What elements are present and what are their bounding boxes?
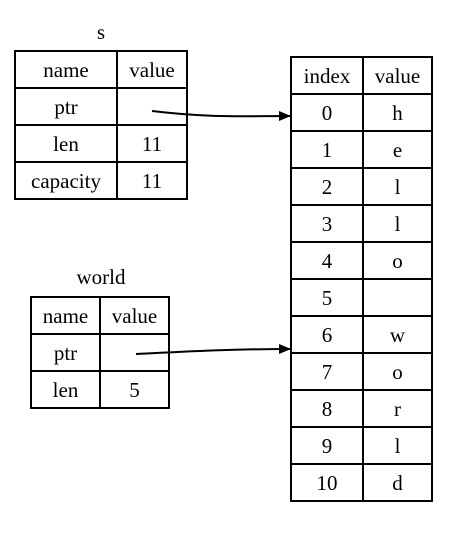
table-row: capacity 11 — [14, 161, 188, 200]
table-header-row: name value — [30, 296, 170, 335]
byte-index: 3 — [290, 204, 364, 243]
field-value: 11 — [116, 161, 188, 200]
byte-index: 9 — [290, 426, 364, 465]
world-title: world — [76, 265, 126, 289]
field-value: 5 — [99, 370, 170, 409]
field-value — [116, 87, 188, 126]
table-header-row: name value — [14, 50, 188, 89]
byte-value: e — [362, 130, 433, 169]
field-name: ptr — [14, 87, 118, 126]
header-index: index — [290, 56, 364, 95]
table-header-row: index value — [290, 56, 433, 95]
header-value: value — [362, 56, 433, 95]
field-name: capacity — [14, 161, 118, 200]
header-value: value — [99, 296, 170, 335]
byte-index: 5 — [290, 278, 364, 317]
world-ptr-arrow — [135, 344, 291, 355]
byte-index: 8 — [290, 389, 364, 428]
byte-index: 0 — [290, 93, 364, 132]
table-row: ptr — [14, 87, 188, 126]
field-name: len — [14, 124, 118, 163]
byte-value: o — [362, 241, 433, 280]
byte-value — [362, 278, 433, 317]
byte-value: l — [362, 204, 433, 243]
header-value: value — [116, 50, 188, 89]
header-name: name — [14, 50, 118, 89]
byte-value: h — [362, 93, 433, 132]
field-value: 11 — [116, 124, 188, 163]
s-ptr-arrow — [151, 110, 291, 122]
byte-index: 7 — [290, 352, 364, 391]
byte-value: w — [362, 315, 433, 354]
byte-index: 10 — [290, 463, 364, 502]
byte-index: 6 — [290, 315, 364, 354]
table-row: 5 — [290, 278, 433, 317]
field-name: ptr — [30, 333, 101, 372]
field-name: len — [30, 370, 101, 409]
byte-value: r — [362, 389, 433, 428]
byte-index: 4 — [290, 241, 364, 280]
s-struct-table: name value ptr len 11 capacity 11 — [14, 50, 188, 200]
byte-index: 2 — [290, 167, 364, 206]
byte-value: l — [362, 426, 433, 465]
header-name: name — [30, 296, 101, 335]
s-title: s — [96, 20, 106, 44]
table-row: len 5 — [30, 370, 170, 409]
world-struct-table: name value ptr len 5 — [30, 296, 170, 409]
byte-value: d — [362, 463, 433, 502]
table-row: len 11 — [14, 124, 188, 163]
byte-index: 1 — [290, 130, 364, 169]
byte-value: l — [362, 167, 433, 206]
byte-value: o — [362, 352, 433, 391]
